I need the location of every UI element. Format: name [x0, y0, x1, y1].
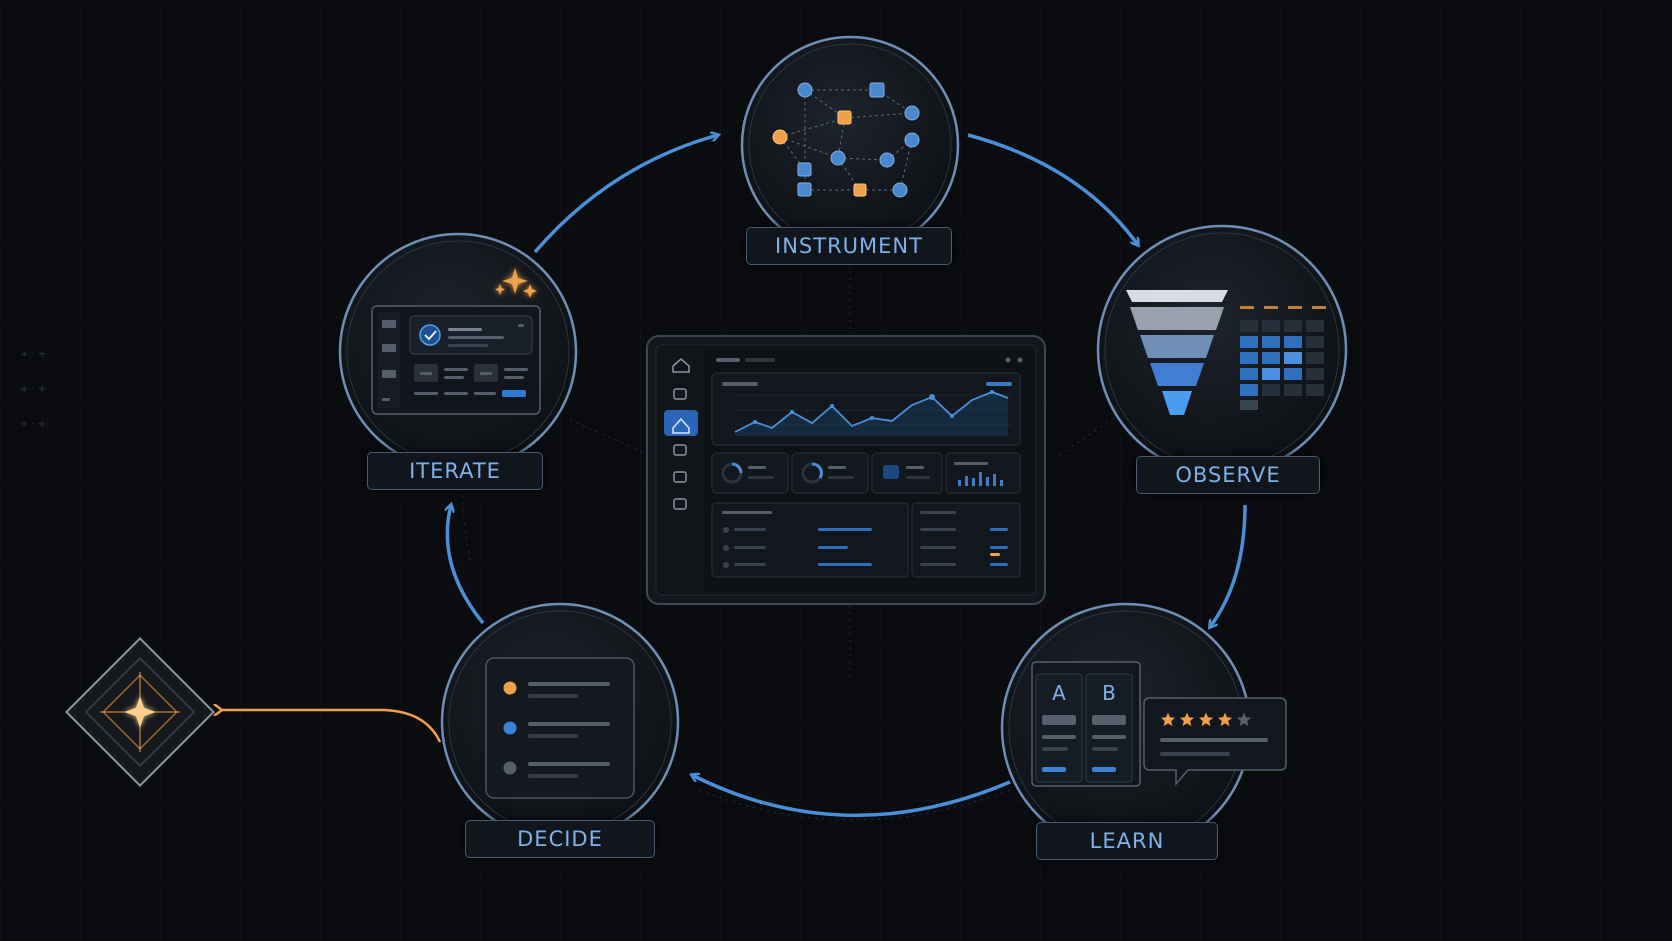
- cycle-arrows: [447, 133, 1247, 818]
- checked-ui-sparkle-icon: [371, 268, 541, 415]
- arrow-observe-to-learn: [1210, 504, 1247, 627]
- arrow-iterate-to-instrument: [533, 135, 718, 254]
- ab-test-rating-icon: A B: [1031, 661, 1287, 787]
- arrow-decide-to-outcome: [222, 710, 442, 743]
- node-decide-orb: [440, 602, 680, 842]
- star-filled-icon: [1198, 712, 1214, 727]
- svg-text:+ · +: + · +: [20, 419, 46, 430]
- node-observe-orb: [1096, 224, 1348, 476]
- node-instrument-orb: [740, 35, 960, 255]
- node-label-instrument: INSTRUMENT: [746, 227, 952, 265]
- arrow-learn-to-decide: [692, 775, 1011, 818]
- variant-b-label: B: [1102, 681, 1116, 705]
- node-label-observe: OBSERVE: [1136, 456, 1320, 494]
- svg-text:+ · +: + · +: [20, 349, 46, 360]
- arrow-instrument-to-observe: [967, 133, 1138, 245]
- node-label-iterate: ITERATE: [367, 452, 543, 490]
- star-filled-icon: [1179, 712, 1195, 727]
- analytics-dashboard-icon: [646, 335, 1046, 605]
- svg-text:+ · +: + · +: [20, 384, 46, 395]
- variant-a-label: A: [1052, 681, 1066, 705]
- arrow-decide-to-iterate: [447, 505, 485, 625]
- diamond-star-icon: [65, 637, 215, 787]
- funnel-heatmap-icon: [1126, 290, 1326, 415]
- node-graph-icon: [772, 82, 920, 198]
- star-filled-icon: [1217, 712, 1233, 727]
- node-iterate-orb: [338, 232, 578, 472]
- star-empty-icon: [1236, 712, 1252, 727]
- node-label-decide: DECIDE: [465, 820, 655, 858]
- star-filled-icon: [1160, 712, 1176, 727]
- node-label-learn: LEARN: [1036, 822, 1218, 860]
- option-list-icon: [485, 657, 635, 799]
